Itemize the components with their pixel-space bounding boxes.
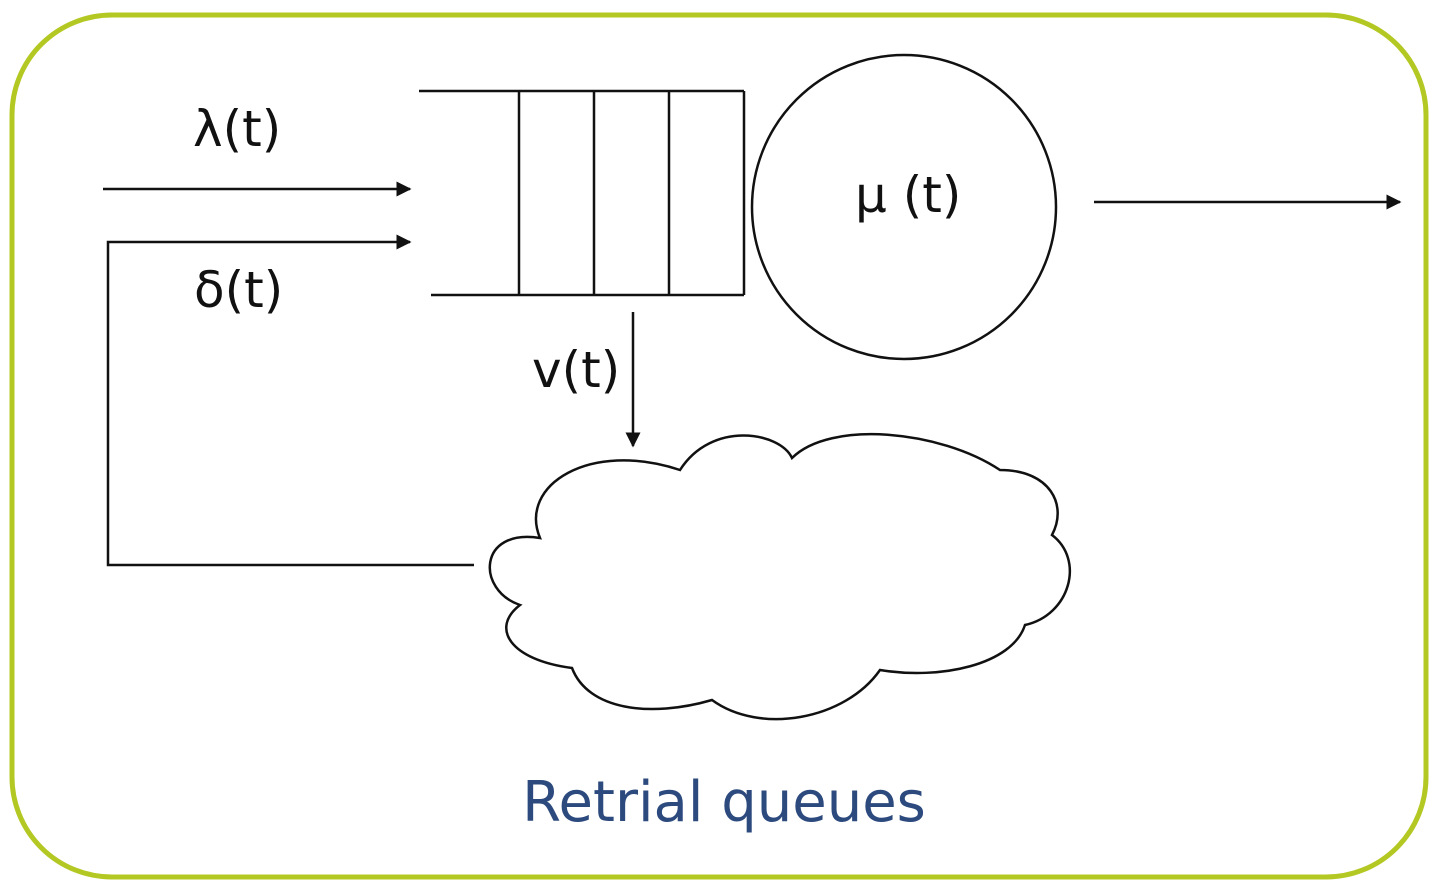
orbit-rate-label: v(t) (532, 341, 620, 399)
outer-frame (9, 12, 1429, 880)
diagram-caption: Retrial queues (522, 770, 926, 835)
queue-buffer (419, 89, 746, 297)
server-circle (750, 53, 1058, 361)
orbit-cloud (488, 432, 1072, 721)
arrival-rate-label: λ(t) (193, 100, 281, 158)
service-rate-label: μ (t) (855, 166, 961, 224)
retrial-feedback-path (106, 234, 474, 567)
retrial-rate-label: δ(t) (194, 261, 283, 319)
